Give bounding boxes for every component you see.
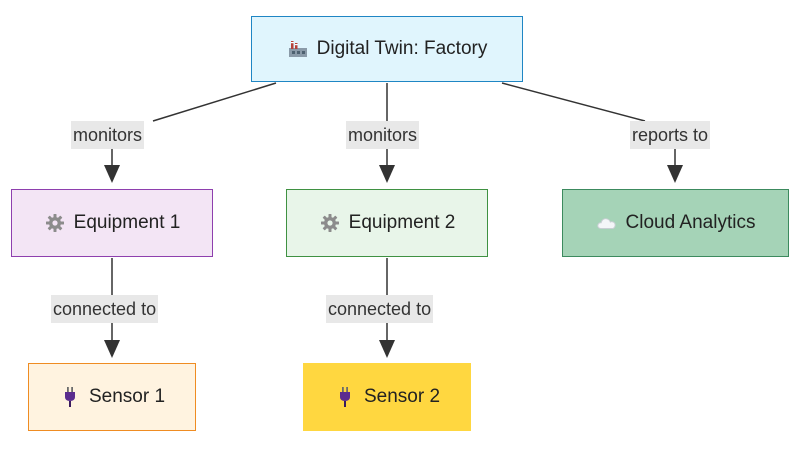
node-sensor-2[interactable]: Sensor 2: [303, 363, 471, 431]
arrow-equipment-2: [379, 165, 395, 183]
edge-label-connected-to: connected to: [326, 295, 434, 323]
edge-label-connected-to: connected to: [51, 295, 159, 323]
node-label: Sensor 1: [88, 386, 166, 407]
edge-label-reports-to: reports to: [630, 121, 711, 149]
node-digital-twin-factory[interactable]: Digital Twin: Factory: [251, 16, 523, 82]
arrow-cloud: [667, 165, 683, 183]
arrow-sensor-2: [379, 340, 395, 358]
node-equipment-2[interactable]: Equipment 2: [286, 189, 488, 257]
factory-icon: [287, 38, 309, 60]
node-label: Digital Twin: Factory: [316, 38, 488, 59]
arrow-sensor-1: [104, 340, 120, 358]
edge-label-monitors: monitors: [71, 121, 145, 149]
cloud-icon: [596, 212, 618, 234]
plug-icon: [59, 386, 81, 408]
node-cloud-analytics[interactable]: Cloud Analytics: [562, 189, 789, 257]
arrow-equipment-1: [104, 165, 120, 183]
node-sensor-1[interactable]: Sensor 1: [28, 363, 196, 431]
gear-icon: [44, 212, 66, 234]
node-label: Cloud Analytics: [625, 212, 756, 233]
node-label: Sensor 2: [363, 386, 441, 407]
plug-icon: [334, 386, 356, 408]
gear-icon: [319, 212, 341, 234]
node-label: Equipment 2: [348, 212, 456, 233]
node-label: Equipment 1: [73, 212, 181, 233]
edge-label-monitors: monitors: [346, 121, 420, 149]
node-equipment-1[interactable]: Equipment 1: [11, 189, 213, 257]
